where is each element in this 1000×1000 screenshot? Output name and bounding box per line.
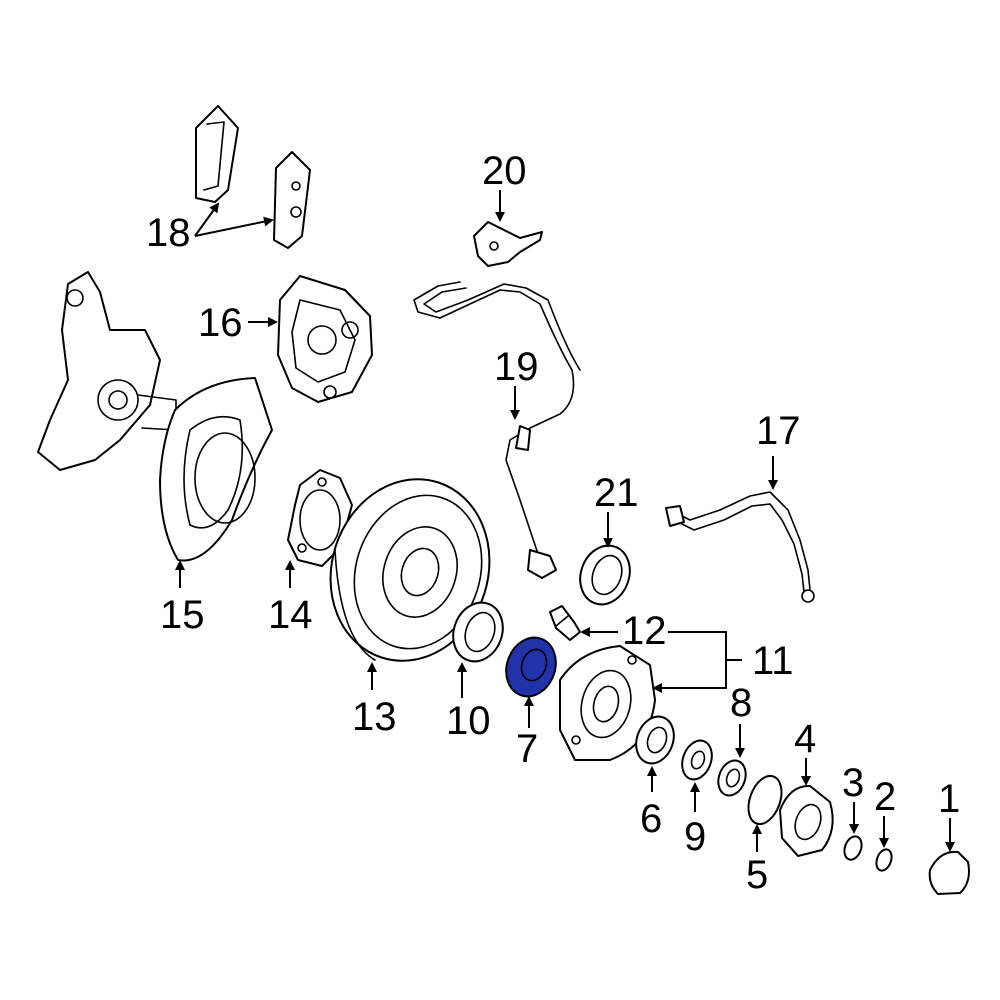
callout-17[interactable]: 17: [756, 409, 801, 453]
part-7-body: [505, 636, 557, 698]
part-5-o-ring[interactable]: [742, 771, 787, 828]
part-9-lock-washer[interactable]: [677, 736, 717, 783]
callout-19[interactable]: 19: [494, 345, 539, 389]
leader-18a: [194, 202, 220, 237]
callout-7[interactable]: 7: [516, 727, 538, 771]
leader-18b: [194, 216, 274, 237]
callout-1[interactable]: 1: [938, 777, 960, 821]
part-8-lock-nut[interactable]: [714, 757, 751, 800]
callout-15[interactable]: 15: [160, 593, 205, 637]
callout-16[interactable]: 16: [198, 301, 243, 345]
part-7-bearing-highlighted[interactable]: [498, 631, 564, 704]
callout-11[interactable]: 11: [752, 639, 794, 683]
callout-14[interactable]: 14: [268, 593, 313, 637]
part-10-seal[interactable]: [445, 596, 511, 669]
callout-3[interactable]: 3: [842, 761, 864, 805]
part-16-brake-caliper[interactable]: [277, 275, 373, 403]
leader-lines: [175, 190, 955, 852]
part-18-brake-pads[interactable]: [195, 105, 311, 249]
callout-9[interactable]: 9: [684, 815, 706, 859]
part-4-hub-cap[interactable]: [779, 784, 834, 857]
callout-18[interactable]: 18: [146, 211, 191, 255]
part-12-wheel-stud[interactable]: [549, 605, 581, 641]
callout-6[interactable]: 6: [640, 797, 662, 841]
part-2-snap-ring[interactable]: [874, 847, 895, 872]
callout-13[interactable]: 13: [352, 695, 397, 739]
callout-2[interactable]: 2: [874, 775, 896, 819]
part-20-bracket[interactable]: [473, 221, 543, 267]
callout-21[interactable]: 21: [594, 471, 639, 515]
part-13-brake-rotor[interactable]: [307, 458, 512, 681]
part-19-abs-sensor[interactable]: [413, 281, 581, 579]
callout-4[interactable]: 4: [794, 717, 816, 761]
callout-5[interactable]: 5: [746, 853, 768, 897]
callout-10[interactable]: 10: [446, 699, 491, 743]
part-17-brake-hose[interactable]: [665, 491, 815, 603]
part-11-hub[interactable]: [559, 645, 656, 761]
part-6-bearing[interactable]: [630, 711, 680, 768]
part-3-snap-ring[interactable]: [841, 834, 864, 862]
callout-numbers: 18 16 20 19 17 21 15 14 13 10 7 12 11 8 …: [146, 149, 960, 897]
callout-20[interactable]: 20: [482, 149, 527, 193]
callout-8[interactable]: 8: [730, 681, 752, 725]
part-1-grease-cap[interactable]: [928, 850, 970, 895]
part-21-seal[interactable]: [572, 539, 638, 612]
callout-12[interactable]: 12: [622, 609, 667, 653]
part-15-knuckle-and-dust-shield[interactable]: [37, 271, 273, 562]
part-14-adapter-bracket[interactable]: [287, 469, 353, 567]
